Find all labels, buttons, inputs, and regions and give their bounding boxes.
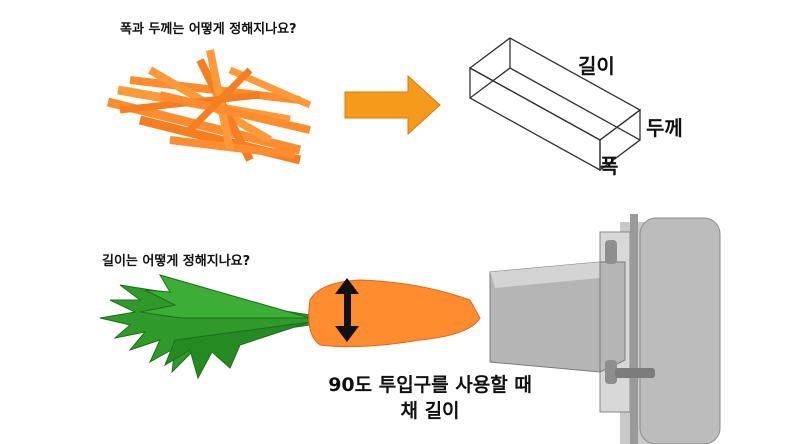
carrot-body bbox=[308, 279, 481, 348]
caption-line-2: 채 길이 bbox=[400, 400, 460, 422]
right-arrow-icon bbox=[344, 74, 441, 136]
wireframe-box bbox=[468, 37, 642, 172]
question-length: 길이는 어떻게 정해지나요? bbox=[102, 254, 251, 269]
double-arrow-icon bbox=[335, 278, 359, 342]
label-length: 길이 bbox=[578, 54, 615, 78]
slicer-machine bbox=[489, 214, 721, 444]
caption-line-1: 90도 투입구를 사용할 때 bbox=[328, 374, 532, 396]
carrot-sticks bbox=[106, 49, 312, 165]
carrot-greens bbox=[99, 274, 311, 380]
label-thickness: 두께 bbox=[646, 116, 683, 140]
caption: 90도 투입구를 사용할 때 채 길이 bbox=[300, 372, 560, 424]
label-width: 폭 bbox=[600, 154, 619, 178]
question-width-thickness: 폭과 두께는 어떻게 정해지나요? bbox=[120, 22, 297, 37]
carrot-with-greens bbox=[99, 274, 481, 380]
